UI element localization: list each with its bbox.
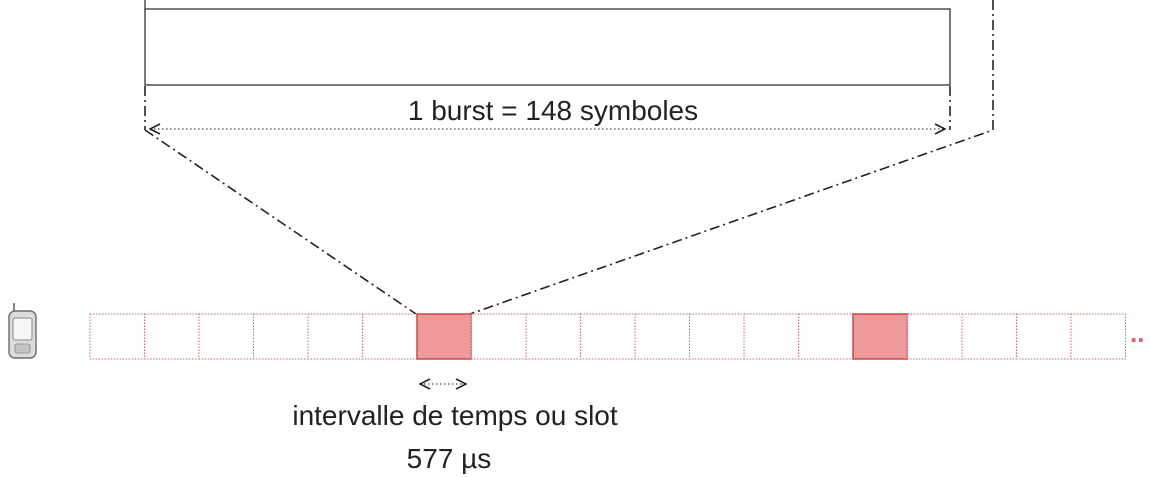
slot: [907, 313, 963, 360]
slot-active: [416, 313, 473, 360]
slot-label: intervalle de temps ou slot: [292, 400, 618, 431]
slot: [253, 313, 309, 360]
slot: [471, 313, 527, 360]
slot: [580, 313, 636, 360]
slot: [362, 313, 418, 360]
burst-box: [144, 0, 951, 86]
slot: [198, 313, 254, 360]
slot: [634, 313, 690, 360]
slot: [525, 313, 581, 360]
burst-label: 1 burst = 148 symboles: [408, 95, 698, 126]
slot: [307, 313, 363, 360]
slot: [1070, 313, 1126, 360]
slot: [798, 313, 854, 360]
slot: [1016, 313, 1072, 360]
slot: [144, 313, 200, 360]
mobile-phone-icon: [8, 303, 37, 359]
left-projection-line: [144, 129, 417, 315]
frame-continuation: ..: [1130, 318, 1144, 348]
slot-active: [852, 313, 909, 360]
slot: [743, 313, 799, 360]
slot: [89, 313, 145, 360]
frame-slots: [89, 313, 1126, 360]
projection-lines: [144, 0, 994, 315]
slot-duration: 577 µs: [407, 443, 492, 474]
slot: [689, 313, 745, 360]
slot: [961, 313, 1017, 360]
right-projection-line: [469, 0, 994, 315]
